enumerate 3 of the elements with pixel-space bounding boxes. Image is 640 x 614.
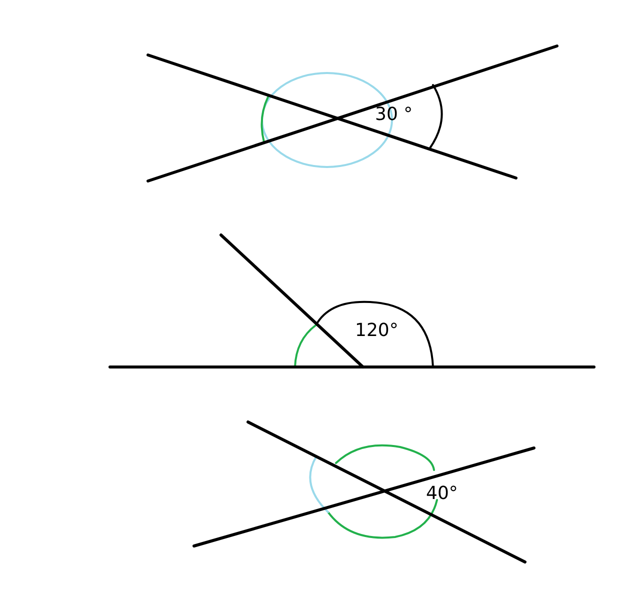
angle-label: 40° [426,485,458,503]
angle-label: 30 ° [375,106,413,124]
angle-label: 120° [355,322,398,340]
